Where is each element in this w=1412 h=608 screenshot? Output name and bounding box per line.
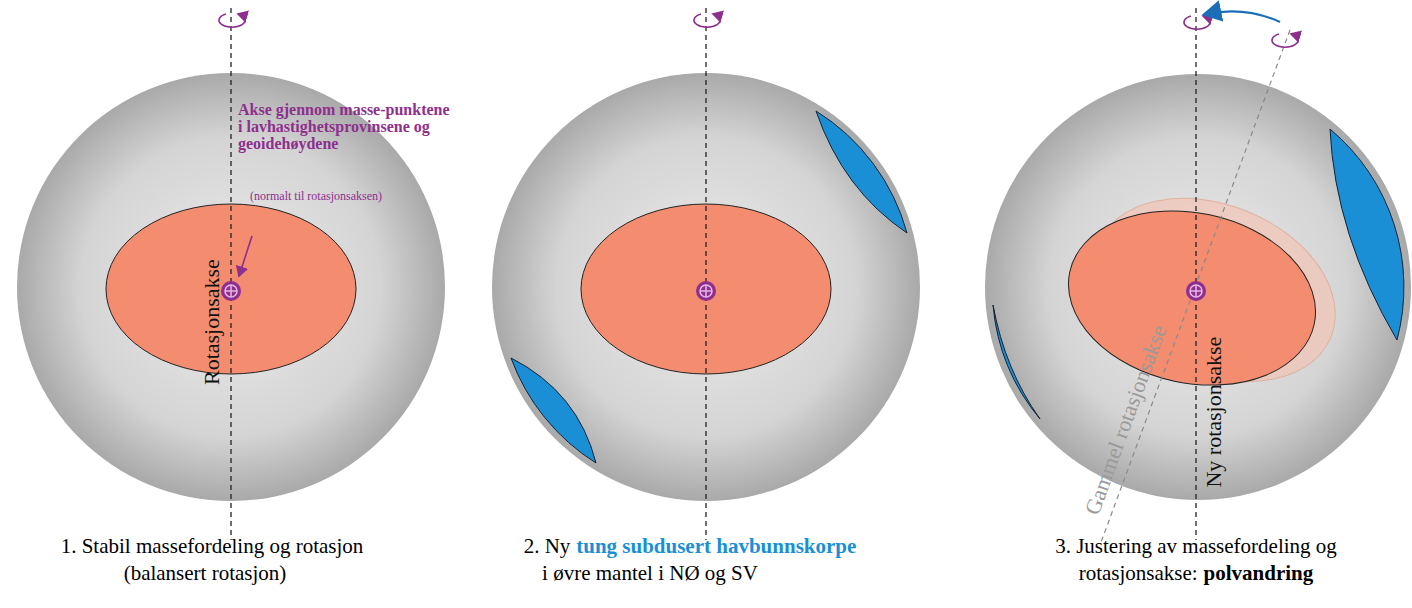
- caption-line: 1. Stabil massefordeling og rotasjon: [61, 534, 364, 559]
- caption-text: 1. Stabil massefordeling og rotasjon: [61, 534, 364, 558]
- caption-line: 2. Nytung subdusert havbunnskorpe: [524, 534, 857, 559]
- caption-text: polvandring: [1204, 561, 1314, 585]
- callout-text: Akse gjennom masse-punktene i lavhastigh…: [238, 102, 450, 152]
- caption-text: i øvre mantel i NØ og SV: [542, 561, 758, 585]
- axis-label: Ny rotasjonsakse: [1202, 337, 1226, 488]
- caption-text: 2. Ny: [524, 534, 571, 558]
- caption-line: (balansert rotasjon): [124, 561, 287, 586]
- caption-text: rotasjonsakse:: [1079, 561, 1198, 585]
- axis-label: Rotasjonsakse: [200, 259, 224, 385]
- caption-line: rotasjonsakse:polvandring: [1079, 561, 1314, 586]
- caption-line: 3. Justering av massefordeling og: [1055, 534, 1337, 559]
- caption-line: i øvre mantel i NØ og SV: [542, 561, 758, 586]
- callout-note: (normalt til rotasjonsaksen): [250, 190, 382, 203]
- caption-text: (balansert rotasjon): [124, 561, 287, 585]
- caption-text: tung subdusert havbunnskorpe: [576, 534, 856, 558]
- caption-text: 3. Justering av massefordeling og: [1055, 534, 1337, 558]
